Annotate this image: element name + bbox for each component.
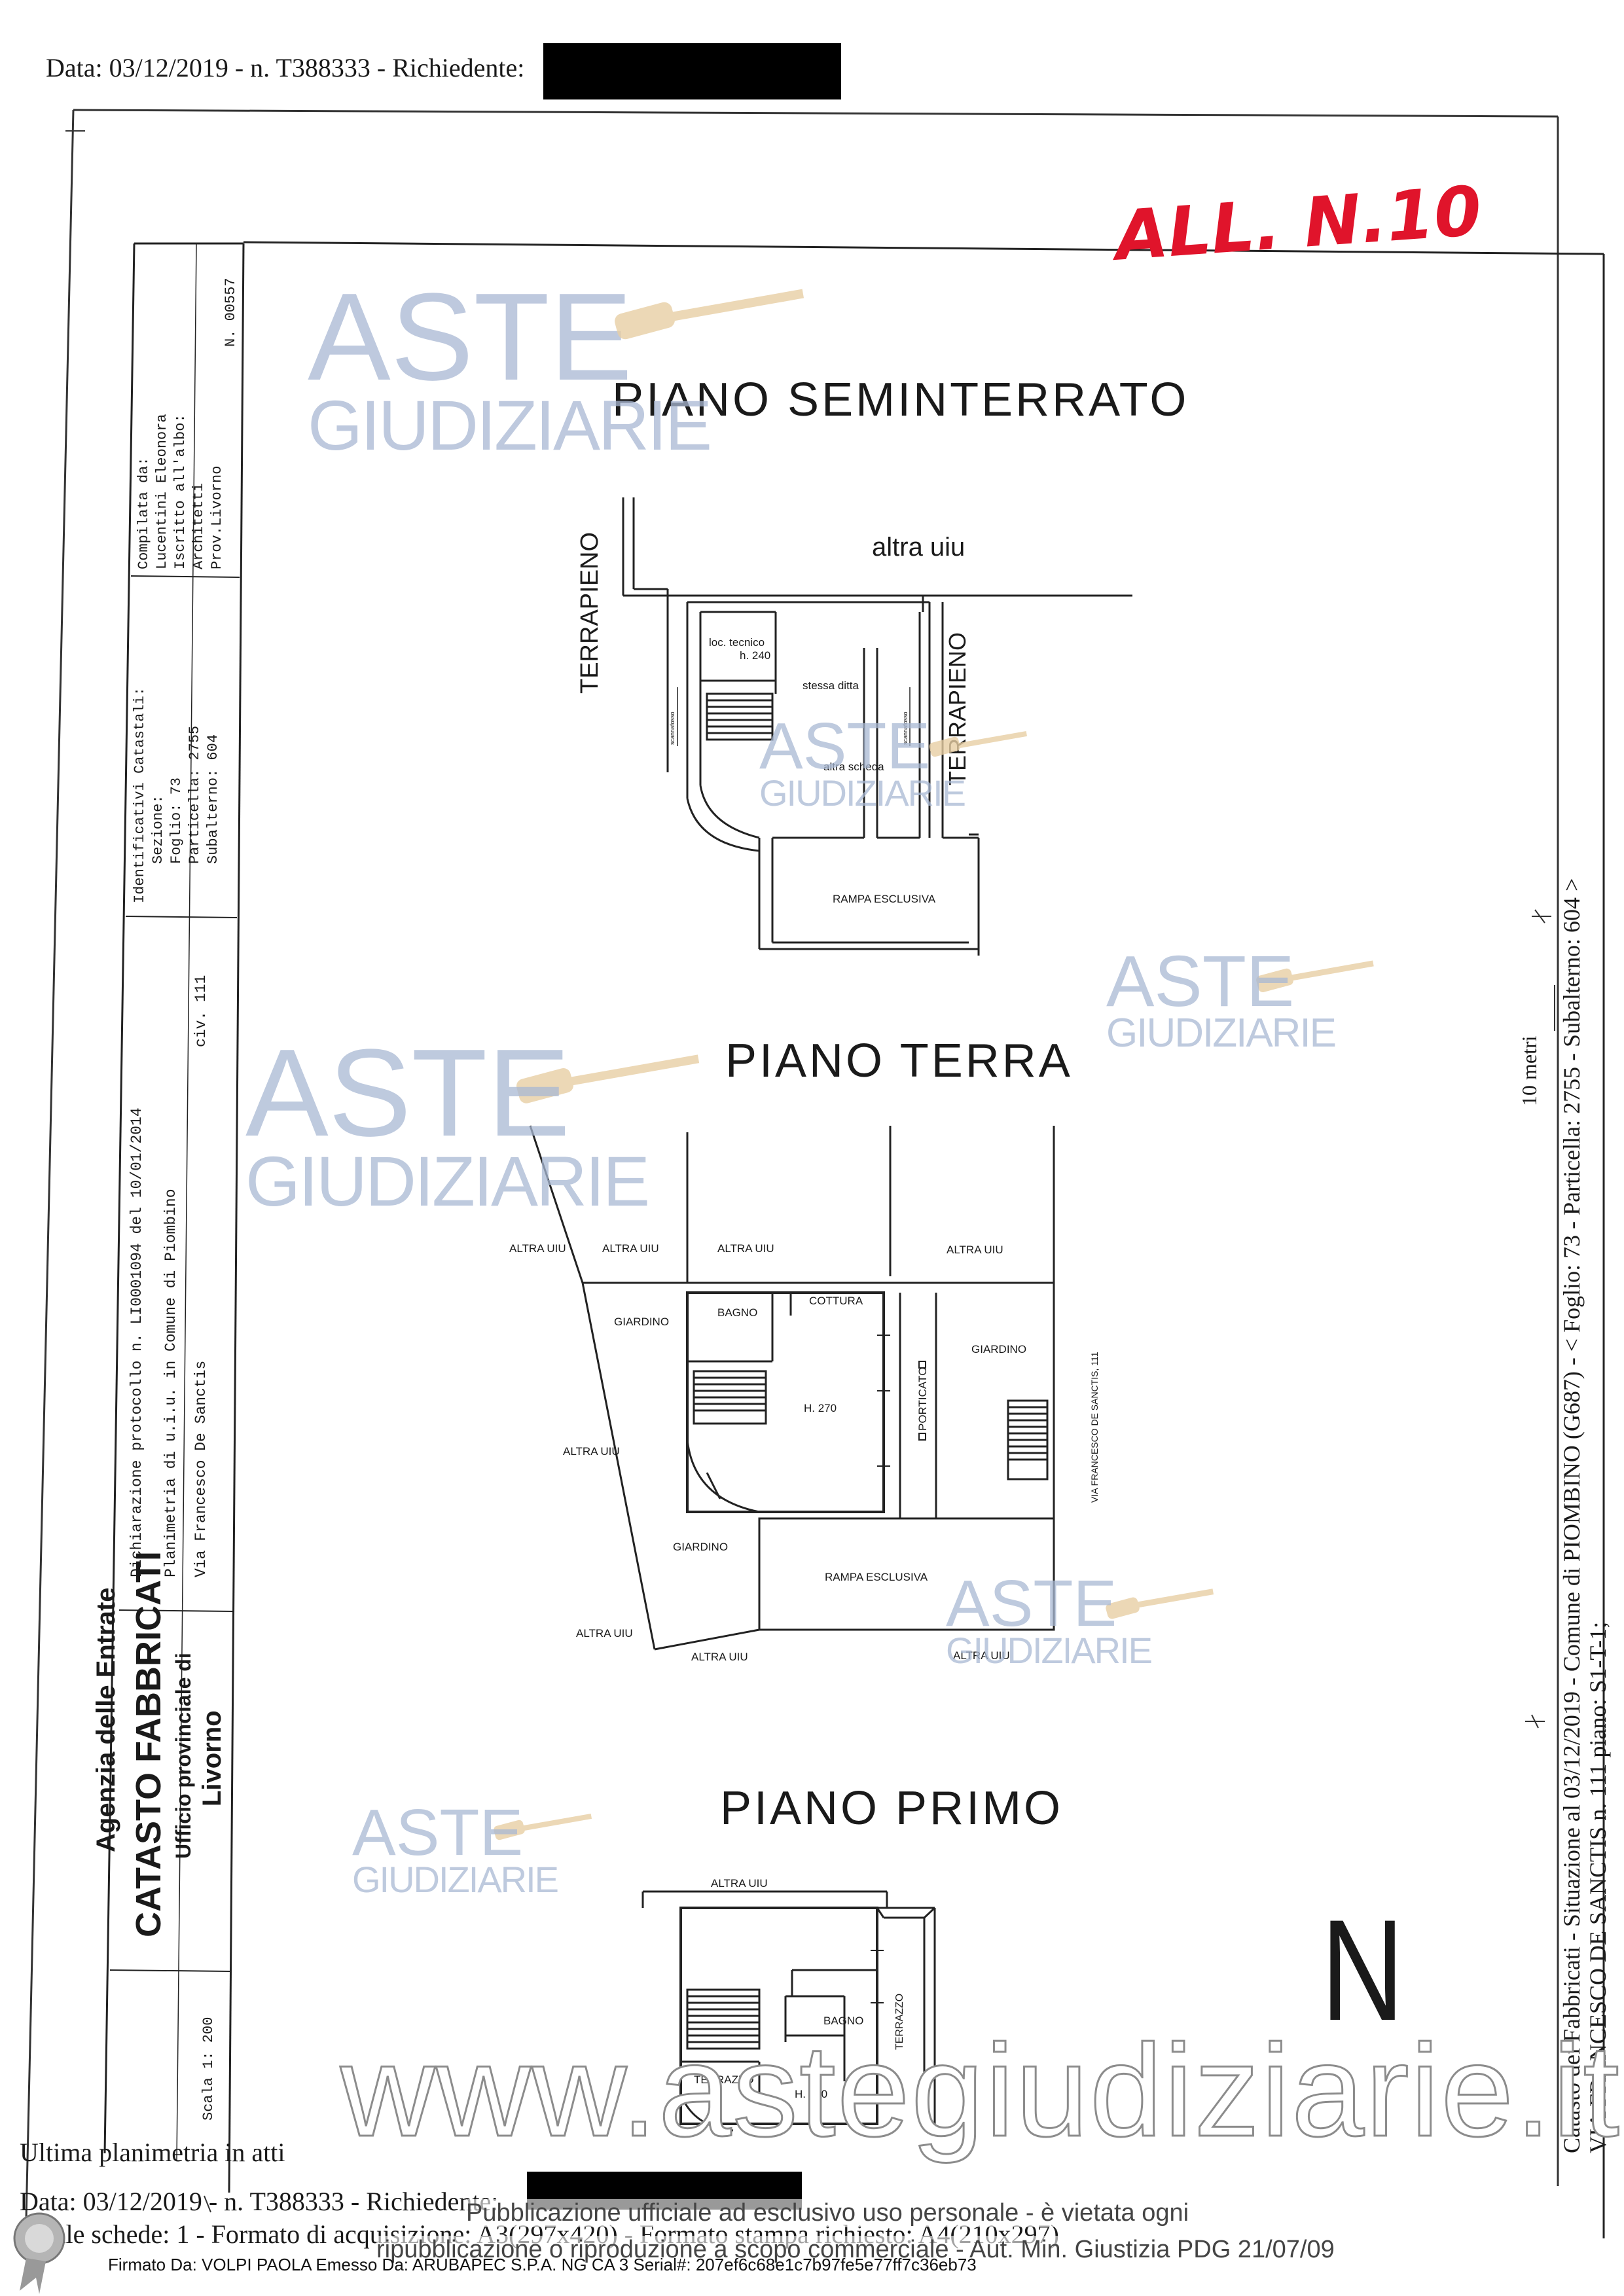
label-giardino-2: GIARDINO <box>673 1541 729 1553</box>
label-loc-tecnico: loc. tecnico <box>709 636 765 649</box>
ultima-planimetria: Ultima planimetria in atti <box>20 2138 285 2167</box>
label-altra-uiu-6: ALTRA UIU <box>576 1627 633 1640</box>
header-line: Data: 03/12/2019 - n. T388333 - Richiede… <box>46 53 525 82</box>
firmato-da: Firmato Da: VOLPI PAOLA Emesso Da: ARUBA… <box>108 2255 977 2274</box>
watermark-giudiziarie-text: GIUDIZIARIE <box>946 1630 1153 1671</box>
watermark-aste-4: ASTE GIUDIZIARIE <box>245 1024 650 1221</box>
ripubblicazione-notice: ripubblicazione o riproduzione a scopo c… <box>376 2236 1335 2264</box>
label-altra-scheda: altra scheda <box>823 761 884 773</box>
watermark-aste-1: ASTE GIUDIZIARIE <box>308 268 712 465</box>
watermark-aste-text: ASTE <box>245 1024 571 1162</box>
watermark-giudiziarie-text: GIUDIZIARIE <box>352 1859 559 1900</box>
watermark-aste-5: ASTE GIUDIZIARIE <box>946 1567 1153 1671</box>
north-icon: N <box>1321 1890 1405 2051</box>
label-altra-uiu-5: ALTRA UIU <box>563 1445 620 1458</box>
label-altra-uiu-2: ALTRA UIU <box>602 1242 659 1255</box>
label-h270-terra: H. 270 <box>804 1402 837 1414</box>
label-bagno-terra: BAGNO <box>717 1306 758 1319</box>
label-terrazzo-bottom: TERRAZZO <box>694 2073 754 2086</box>
label-rampa-terra: RAMPA ESCLUSIVA <box>825 1571 928 1583</box>
label-altra-uiu-primo: ALTRA UIU <box>711 1877 768 1890</box>
watermark-aste-text: ASTE <box>352 1796 524 1869</box>
watermark-aste-text: ASTE <box>1106 941 1295 1022</box>
label-h270-primo: H. 270 <box>795 2088 828 2100</box>
label-h240: h. 240 <box>740 649 771 662</box>
label-altra-uiu-1: ALTRA UIU <box>509 1242 566 1255</box>
label-rampa-semi: RAMPA ESCLUSIVA <box>833 893 936 905</box>
watermark-aste-text: ASTE <box>308 268 633 406</box>
redaction-top <box>543 43 841 99</box>
label-bagno-primo: BAGNO <box>823 2015 864 2027</box>
watermark-site-url: www.astegiudiziarie.it <box>340 2017 1621 2165</box>
label-giardino-3: GIARDINO <box>971 1343 1027 1355</box>
watermark-aste-3: ASTE GIUDIZIARIE <box>1106 941 1337 1056</box>
footer-line1: Data: 03/12/2019 - n. T388333 - Richiede… <box>20 2187 499 2216</box>
watermark-giudiziarie-text: GIUDIZIARIE <box>245 1141 650 1221</box>
label-stessa-ditta: stessa ditta <box>803 679 859 692</box>
label-altra-uiu-semi: altra uiu <box>872 533 965 562</box>
label-cottura: COTTURA <box>809 1295 863 1307</box>
title-piano-seminterrato: PIANO SEMINTERRATO <box>612 374 1189 426</box>
watermark-aste-text: ASTE <box>946 1567 1117 1640</box>
label-giardino-1: GIARDINO <box>614 1316 670 1328</box>
watermark-giudiziarie-text: GIUDIZIARIE <box>308 386 712 465</box>
pubblicazione-notice: Pubblicazione ufficiale ad esclusivo uso… <box>466 2199 1189 2227</box>
label-altra-uiu-3: ALTRA UIU <box>717 1242 774 1255</box>
watermark-giudiziarie-text: GIUDIZIARIE <box>1106 1011 1337 1056</box>
label-altra-uiu-8: ALTRA UIU <box>953 1649 1010 1662</box>
title-piano-primo: PIANO PRIMO <box>720 1782 1064 1835</box>
watermark-giudiziarie-text: GIUDIZIARIE <box>759 772 966 814</box>
title-piano-terra: PIANO TERRA <box>725 1035 1073 1087</box>
watermark-aste-text: ASTE <box>759 709 931 783</box>
label-altra-uiu-4: ALTRA UIU <box>947 1244 1003 1256</box>
watermark-aste-6: ASTE GIUDIZIARIE <box>352 1796 559 1900</box>
watermark-aste-2: ASTE GIUDIZIARIE <box>759 709 966 814</box>
label-altra-uiu-7: ALTRA UIU <box>691 1651 748 1663</box>
